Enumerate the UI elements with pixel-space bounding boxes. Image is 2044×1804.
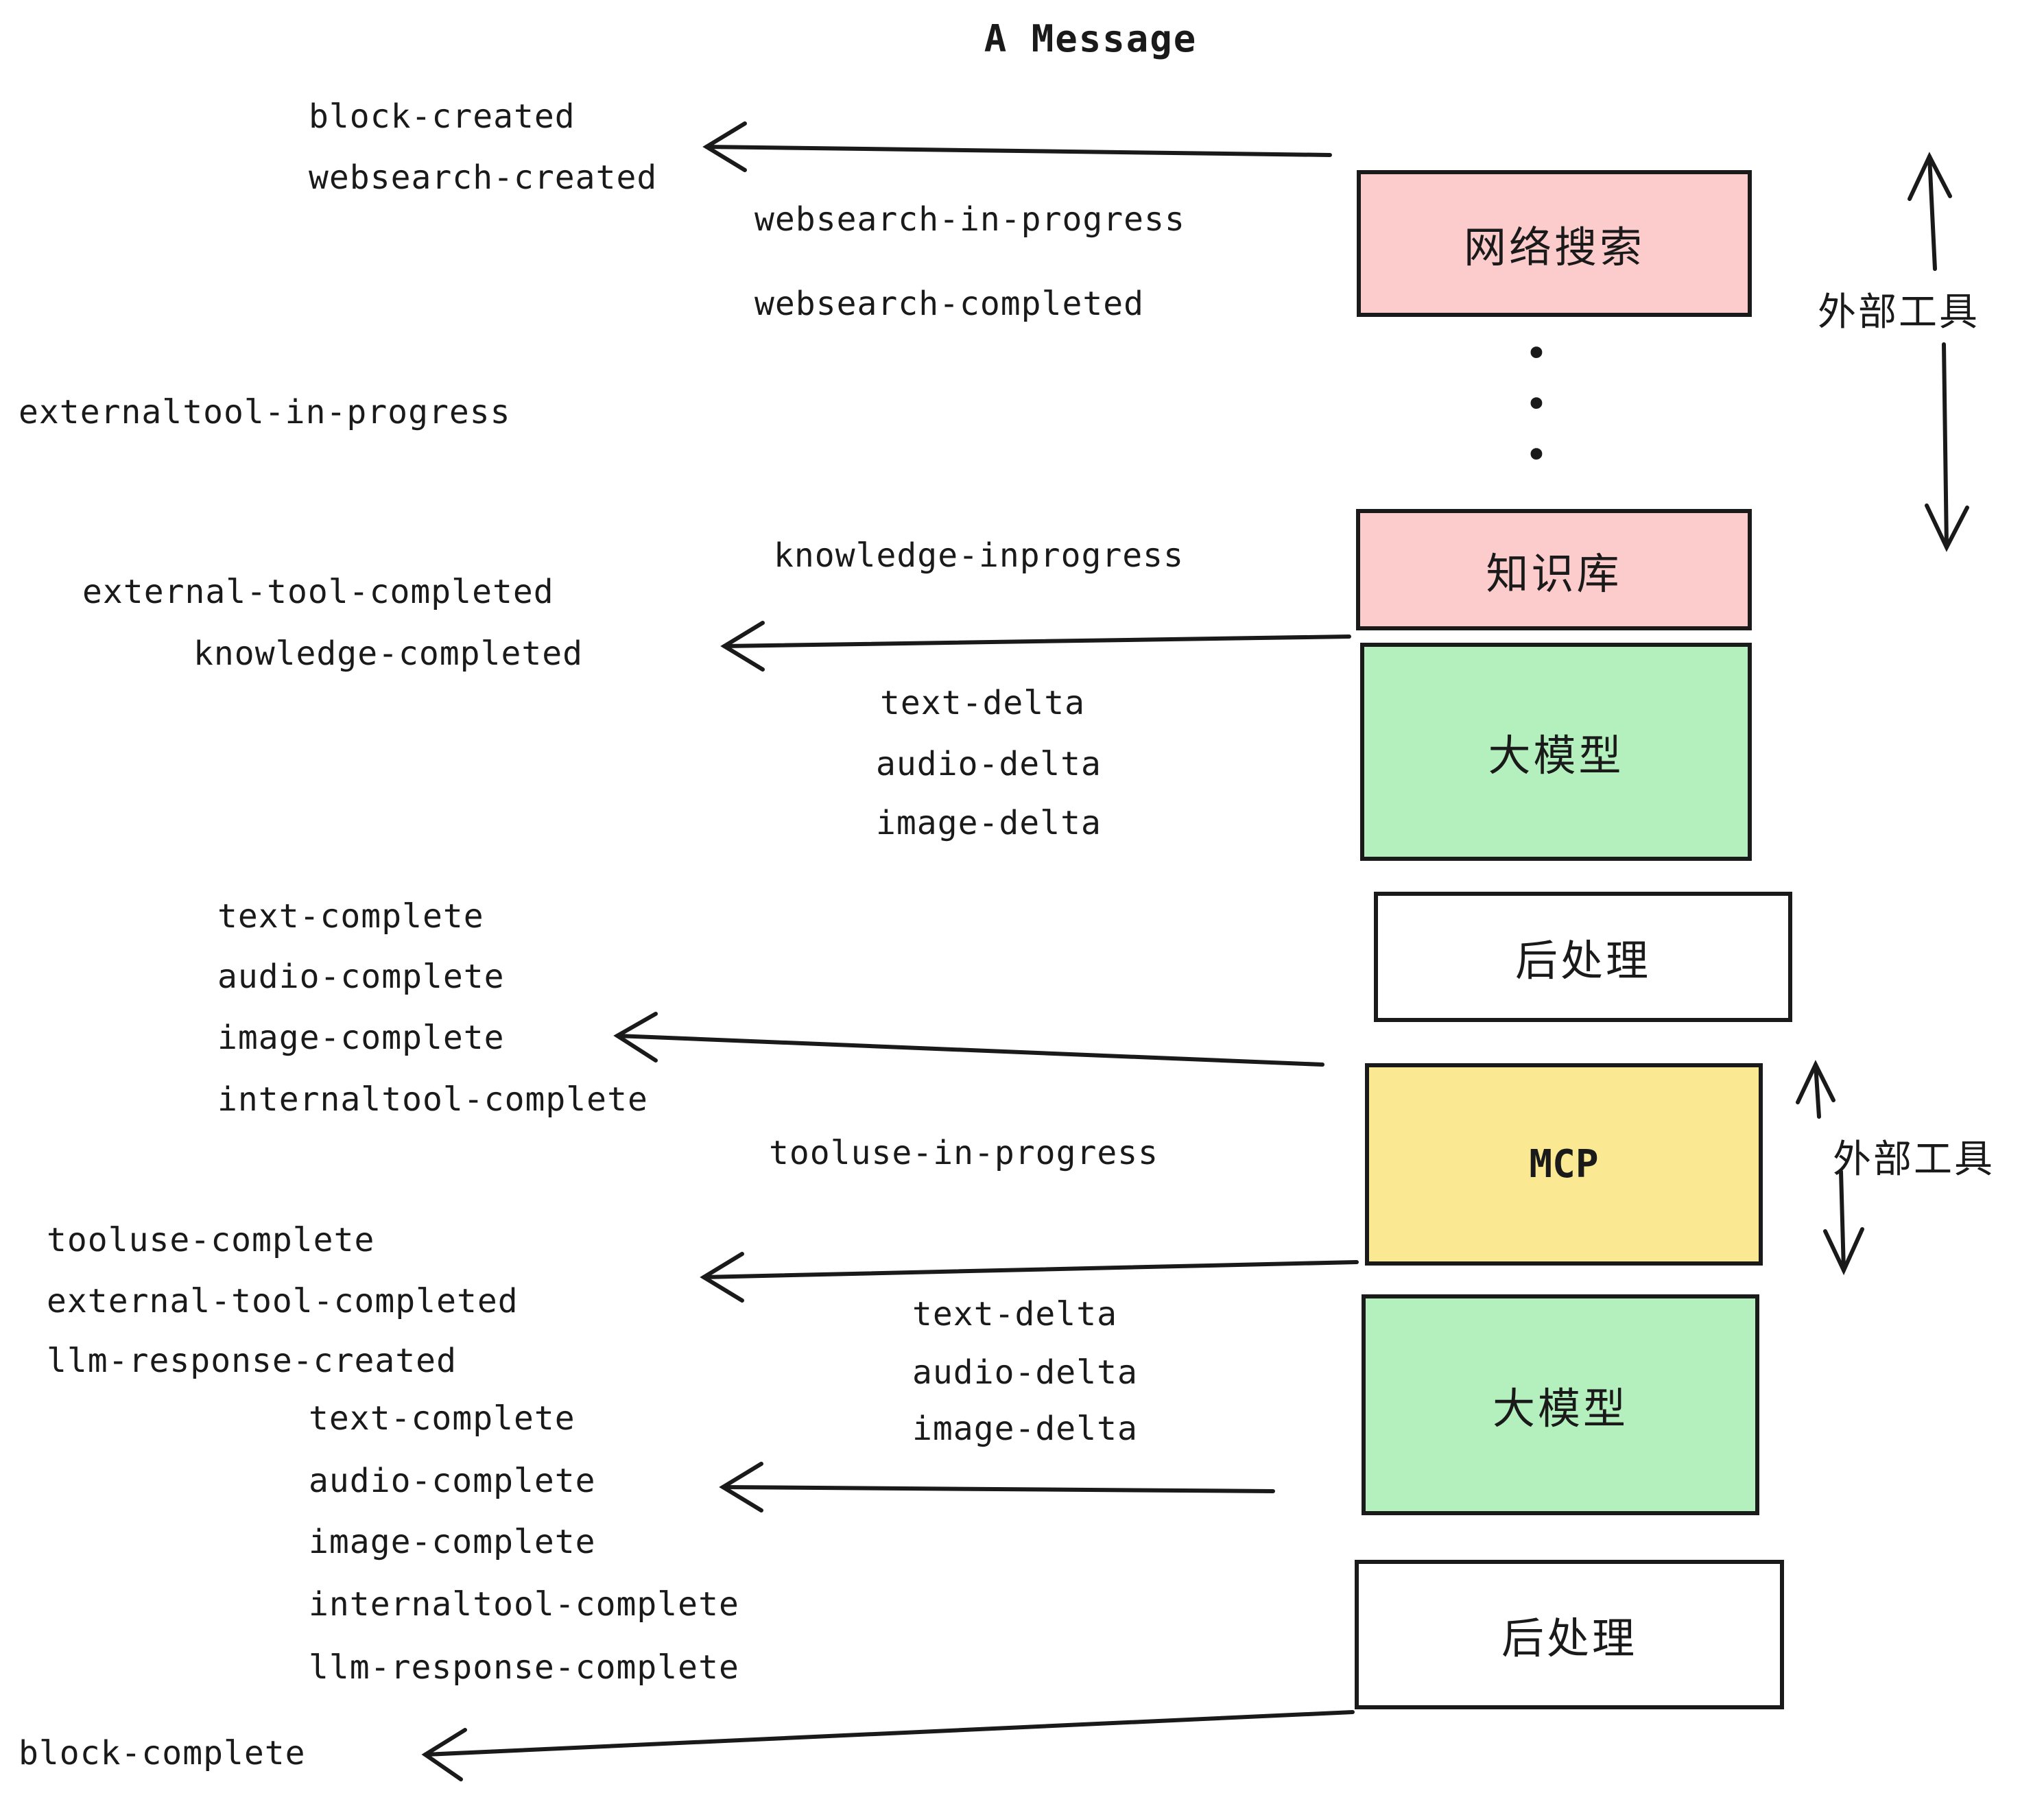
event-label-block-created: block-created	[309, 97, 575, 136]
event-label-internaltool-complete-1: internaltool-complete	[217, 1080, 648, 1119]
box-mcp-label: MCP	[1529, 1142, 1599, 1187]
event-label-text-complete-2: text-complete	[309, 1399, 575, 1438]
event-label-external-tool-completed-1: external-tool-completed	[82, 573, 554, 611]
event-label-text-delta-2: text-delta	[912, 1295, 1117, 1333]
event-label-external-tool-completed-2: external-tool-completed	[47, 1282, 519, 1320]
left-arrow-to-tooluse-complete-icon	[700, 1252, 1359, 1303]
event-label-websearch-created: websearch-created	[309, 158, 658, 197]
external-tools-label-mcp: 外部工具	[1833, 1137, 1995, 1182]
event-label-websearch-in-progress: websearch-in-progress	[754, 200, 1185, 239]
up-arrow-external-tools-mcp-icon	[1796, 1060, 1835, 1119]
box-llm-1-label: 大模型	[1488, 731, 1624, 781]
left-arrow-to-block-created-icon	[702, 121, 1332, 172]
event-label-llm-response-complete: llm-response-complete	[309, 1648, 739, 1687]
box-llm-2-label: 大模型	[1492, 1384, 1628, 1434]
event-label-image-delta-2: image-delta	[912, 1410, 1138, 1448]
event-label-knowledge-inprogress: knowledge-inprogress	[774, 536, 1184, 575]
box-mcp: MCP	[1365, 1063, 1763, 1266]
left-arrow-to-knowledge-completed-icon	[720, 621, 1351, 672]
box-postprocess-1: 后处理	[1374, 892, 1792, 1022]
event-label-websearch-completed: websearch-completed	[754, 285, 1145, 323]
event-label-audio-delta-1: audio-delta	[876, 745, 1102, 783]
event-label-audio-complete-1: audio-complete	[217, 958, 505, 996]
event-label-text-complete-1: text-complete	[217, 897, 484, 936]
event-label-image-delta-1: image-delta	[876, 804, 1102, 842]
box-websearch: 网络搜索	[1357, 170, 1752, 317]
box-postprocess-2: 后处理	[1355, 1560, 1784, 1709]
down-arrow-external-tools-top-icon	[1925, 342, 1969, 552]
event-label-audio-complete-2: audio-complete	[309, 1462, 596, 1500]
event-label-tooluse-complete: tooluse-complete	[47, 1221, 375, 1259]
event-label-tooluse-in-progress: tooluse-in-progress	[769, 1134, 1159, 1172]
box-llm-1: 大模型	[1360, 643, 1752, 861]
box-postprocess-2-label: 后处理	[1501, 1613, 1637, 1663]
event-label-image-complete-1: image-complete	[217, 1019, 505, 1057]
box-knowledge-label: 知识库	[1486, 548, 1622, 599]
event-label-block-complete: block-complete	[19, 1734, 306, 1772]
vertical-ellipsis-icon: • • •	[1524, 330, 1549, 478]
box-postprocess-1-label: 后处理	[1514, 936, 1651, 986]
external-tools-label-top: 外部工具	[1818, 290, 1980, 335]
page-title: A Message	[984, 17, 1198, 60]
box-knowledge: 知识库	[1356, 509, 1752, 630]
up-arrow-external-tools-top-icon	[1908, 152, 1952, 271]
event-label-image-complete-2: image-complete	[309, 1523, 596, 1561]
event-label-text-delta-1: text-delta	[880, 684, 1085, 722]
box-websearch-label: 网络搜索	[1463, 222, 1645, 272]
left-arrow-to-image-complete-icon	[613, 1012, 1324, 1067]
event-label-externaltool-in-progress: externaltool-in-progress	[19, 393, 511, 431]
event-label-llm-response-created: llm-response-created	[47, 1342, 457, 1380]
box-llm-2: 大模型	[1362, 1294, 1759, 1515]
down-arrow-external-tools-mcp-icon	[1823, 1170, 1864, 1276]
left-arrow-to-block-complete-icon	[421, 1710, 1355, 1781]
left-arrow-to-audio-complete-icon	[719, 1462, 1275, 1512]
event-label-knowledge-completed: knowledge-completed	[193, 634, 584, 673]
event-label-internaltool-complete-2: internaltool-complete	[309, 1585, 739, 1624]
event-label-audio-delta-2: audio-delta	[912, 1353, 1138, 1392]
